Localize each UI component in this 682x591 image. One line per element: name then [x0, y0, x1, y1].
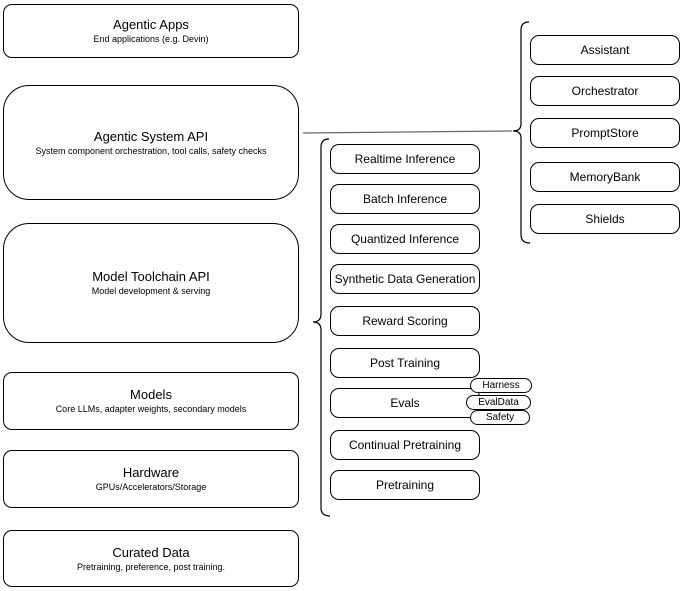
model-toolchain-api-box: Model Toolchain API Model development & …	[3, 223, 299, 343]
curated-data-title: Curated Data	[112, 544, 190, 560]
evaldata-pill: EvalData	[466, 395, 531, 410]
curated-data-box: Curated Data Pretraining, preference, po…	[3, 530, 299, 587]
pretraining-box: Pretraining	[330, 470, 480, 500]
hardware-subtitle: GPUs/Accelerators/Storage	[95, 482, 207, 492]
models-title: Models	[130, 387, 172, 402]
evals-box: Evals	[330, 388, 480, 418]
assistant-box: Assistant	[530, 35, 680, 65]
safety-pill: Safety	[470, 410, 530, 425]
models-box: Models Core LLMs, adapter weights, secon…	[3, 372, 299, 430]
brace-toolchain-components	[312, 138, 331, 517]
post-training-box: Post Training	[330, 348, 480, 378]
promptstore-box: PromptStore	[530, 118, 680, 148]
synthetic-data-generation-box: Synthetic Data Generation	[330, 264, 480, 294]
memorybank-box: MemoryBank	[530, 162, 680, 192]
models-subtitle: Core LLMs, adapter weights, secondary mo…	[55, 404, 247, 414]
reward-scoring-box: Reward Scoring	[330, 306, 480, 336]
agentic-apps-box: Agentic Apps End applications (e.g. Devi…	[3, 4, 299, 58]
orchestrator-box: Orchestrator	[530, 76, 680, 106]
model-toolchain-api-title: Model Toolchain API	[92, 269, 210, 284]
brace-system-components	[512, 21, 531, 244]
edge-system-api-to-components	[302, 130, 513, 134]
batch-inference-box: Batch Inference	[330, 184, 480, 214]
agentic-system-api-title: Agentic System API	[93, 128, 209, 144]
continual-pretraining-box: Continual Pretraining	[330, 430, 480, 460]
quantized-inference-box: Quantized Inference	[330, 224, 480, 254]
agentic-system-api-subtitle: System component orchestration, tool cal…	[35, 145, 267, 156]
agentic-system-api-box: Agentic System API System component orch…	[3, 85, 299, 200]
agentic-apps-title: Agentic Apps	[113, 17, 189, 32]
model-toolchain-api-subtitle: Model development & serving	[91, 286, 211, 296]
harness-pill: Harness	[470, 378, 532, 393]
curated-data-subtitle: Pretraining, preference, post training.	[76, 561, 226, 572]
hardware-box: Hardware GPUs/Accelerators/Storage	[3, 450, 299, 508]
realtime-inference-box: Realtime Inference	[330, 144, 480, 174]
agentic-apps-subtitle: End applications (e.g. Devin)	[93, 34, 209, 44]
shields-box: Shields	[530, 204, 680, 234]
hardware-title: Hardware	[122, 465, 180, 480]
